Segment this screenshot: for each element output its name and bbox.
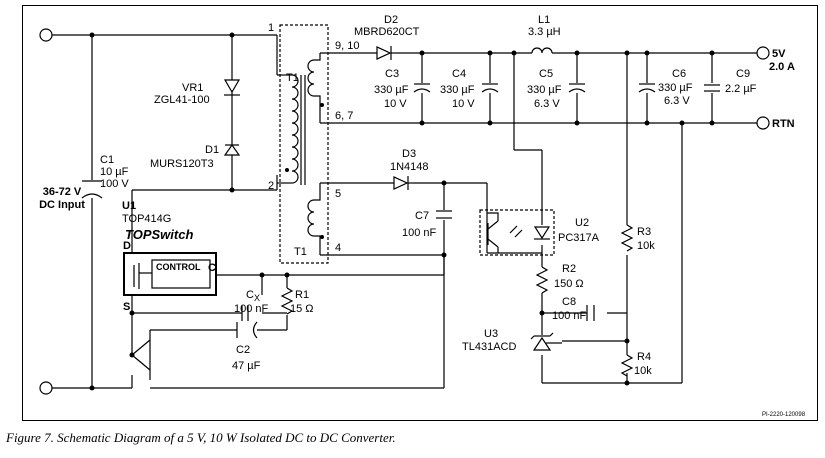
- output-rtn-label: RTN: [772, 118, 795, 130]
- capacitor-c7: C7 100 nF: [402, 210, 452, 239]
- svg-text:100 V: 100 V: [100, 178, 129, 190]
- svg-text:330 µF: 330 µF: [440, 84, 475, 96]
- diode-d1: D1 MURS120T3: [150, 143, 241, 170]
- svg-text:T1: T1: [294, 246, 307, 258]
- svg-text:U2: U2: [575, 217, 589, 229]
- svg-text:330 µF: 330 µF: [527, 84, 562, 96]
- zener-vr1: VR1 ZGL41-100: [154, 79, 241, 106]
- svg-text:150 Ω: 150 Ω: [554, 278, 584, 290]
- shunt-regulator-u3: U3 TL431ACD: [462, 328, 562, 353]
- svg-text:S: S: [123, 301, 130, 313]
- schematic-frame: 36-72 V DC Input 5V 2.0 A RTN C1 10 µF 1…: [22, 5, 818, 421]
- topswitch-u1: U1 TOP414G TOPSwitch CONTROL D C S: [122, 200, 217, 313]
- inductor-l1: L1 3.3 µH: [528, 14, 561, 54]
- svg-text:15 Ω: 15 Ω: [290, 303, 314, 315]
- svg-text:2: 2: [268, 180, 274, 192]
- svg-text:VR1: VR1: [182, 82, 203, 94]
- svg-text:10k: 10k: [637, 240, 655, 252]
- svg-text:C2: C2: [236, 344, 250, 356]
- svg-text:6.3 V: 6.3 V: [534, 98, 560, 110]
- svg-text:D1: D1: [205, 144, 219, 156]
- svg-text:D3: D3: [402, 148, 416, 160]
- input-terminals: 36-72 V DC Input: [39, 28, 85, 395]
- svg-text:TL431ACD: TL431ACD: [462, 341, 516, 353]
- svg-text:330 µF: 330 µF: [658, 82, 693, 94]
- svg-text:C6: C6: [672, 68, 686, 80]
- svg-text:TOP414G: TOP414G: [122, 213, 171, 225]
- svg-text:TOPSwitch: TOPSwitch: [125, 227, 193, 242]
- svg-text:R1: R1: [295, 289, 309, 301]
- drawing-id: PI-2220-120098: [762, 412, 806, 418]
- svg-text:PC317A: PC317A: [558, 232, 600, 244]
- svg-text:CX: CX: [246, 289, 260, 303]
- transformer-t1: 1 2 9, 10 6, 7 5 4 T1 T1: [268, 22, 359, 264]
- wires: [52, 34, 757, 389]
- input-label-1: 36-72 V: [43, 186, 82, 198]
- capacitor-c8: C8 100 nF: [552, 296, 595, 322]
- svg-text:ZGL41-100: ZGL41-100: [154, 94, 210, 106]
- capacitor-c2: C2 47 µF: [232, 321, 261, 372]
- diode-d2: D2 MBRD620CT: [354, 14, 420, 60]
- capacitor-c1: C1 10 µF 100 V: [81, 154, 129, 199]
- svg-text:100 nF: 100 nF: [234, 303, 269, 315]
- svg-text:D2: D2: [384, 14, 398, 26]
- svg-text:100 nF: 100 nF: [402, 227, 437, 239]
- svg-text:C8: C8: [562, 296, 576, 308]
- svg-text:C7: C7: [415, 210, 429, 222]
- svg-text:MURS120T3: MURS120T3: [150, 158, 214, 170]
- svg-text:10 V: 10 V: [384, 98, 407, 110]
- svg-text:CONTROL: CONTROL: [156, 262, 201, 272]
- svg-text:C3: C3: [385, 68, 399, 80]
- svg-text:10 V: 10 V: [452, 98, 475, 110]
- svg-text:R4: R4: [637, 351, 651, 363]
- junctions: [89, 32, 715, 391]
- svg-text:6.3 V: 6.3 V: [664, 95, 690, 107]
- svg-text:C1: C1: [100, 154, 114, 166]
- svg-text:D: D: [123, 240, 131, 252]
- capacitor-cx: CX 100 nF: [234, 289, 269, 321]
- svg-text:R2: R2: [562, 263, 576, 275]
- output-voltage-label: 5V: [772, 48, 786, 60]
- svg-text:U3: U3: [484, 328, 498, 340]
- svg-text:9, 10: 9, 10: [335, 40, 359, 52]
- svg-text:10k: 10k: [634, 365, 652, 377]
- svg-text:C: C: [208, 262, 216, 274]
- output-current-label: 2.0 A: [769, 61, 795, 73]
- svg-text:MBRD620CT: MBRD620CT: [354, 26, 420, 38]
- schematic-svg: 36-72 V DC Input 5V 2.0 A RTN C1 10 µF 1…: [22, 5, 818, 421]
- svg-text:1: 1: [268, 22, 274, 34]
- svg-text:4: 4: [335, 242, 341, 254]
- svg-text:47 µF: 47 µF: [232, 360, 261, 372]
- svg-text:3.3 µH: 3.3 µH: [528, 26, 561, 38]
- svg-text:C9: C9: [736, 68, 750, 80]
- svg-text:330 µF: 330 µF: [374, 84, 409, 96]
- input-label-2: DC Input: [39, 199, 85, 211]
- t1-core-label: T1: [286, 72, 299, 84]
- svg-text:C4: C4: [452, 68, 466, 80]
- figure-caption: Figure 7. Schematic Diagram of a 5 V, 10…: [6, 430, 396, 445]
- svg-text:U1: U1: [122, 200, 136, 212]
- svg-text:100 nF: 100 nF: [552, 310, 587, 322]
- svg-text:10 µF: 10 µF: [100, 166, 129, 178]
- svg-text:5: 5: [335, 188, 341, 200]
- svg-text:C5: C5: [539, 68, 553, 80]
- svg-text:R3: R3: [637, 226, 651, 238]
- svg-text:6, 7: 6, 7: [335, 110, 353, 122]
- svg-text:L1: L1: [538, 14, 550, 26]
- diode-d3: D3 1N4148: [390, 148, 429, 190]
- optocoupler-u2: U2 PC317A: [479, 209, 600, 256]
- output-capacitors: C3 330 µF 10 V C4 330 µF 10 V C5 330 µF …: [374, 68, 757, 110]
- svg-text:2.2 µF: 2.2 µF: [725, 83, 757, 95]
- svg-text:1N4148: 1N4148: [390, 161, 429, 173]
- output-terminals: 5V 2.0 A RTN: [756, 46, 795, 130]
- resistors: R3 10k R2 150 Ω R1 15 Ω R4 10k: [280, 224, 655, 377]
